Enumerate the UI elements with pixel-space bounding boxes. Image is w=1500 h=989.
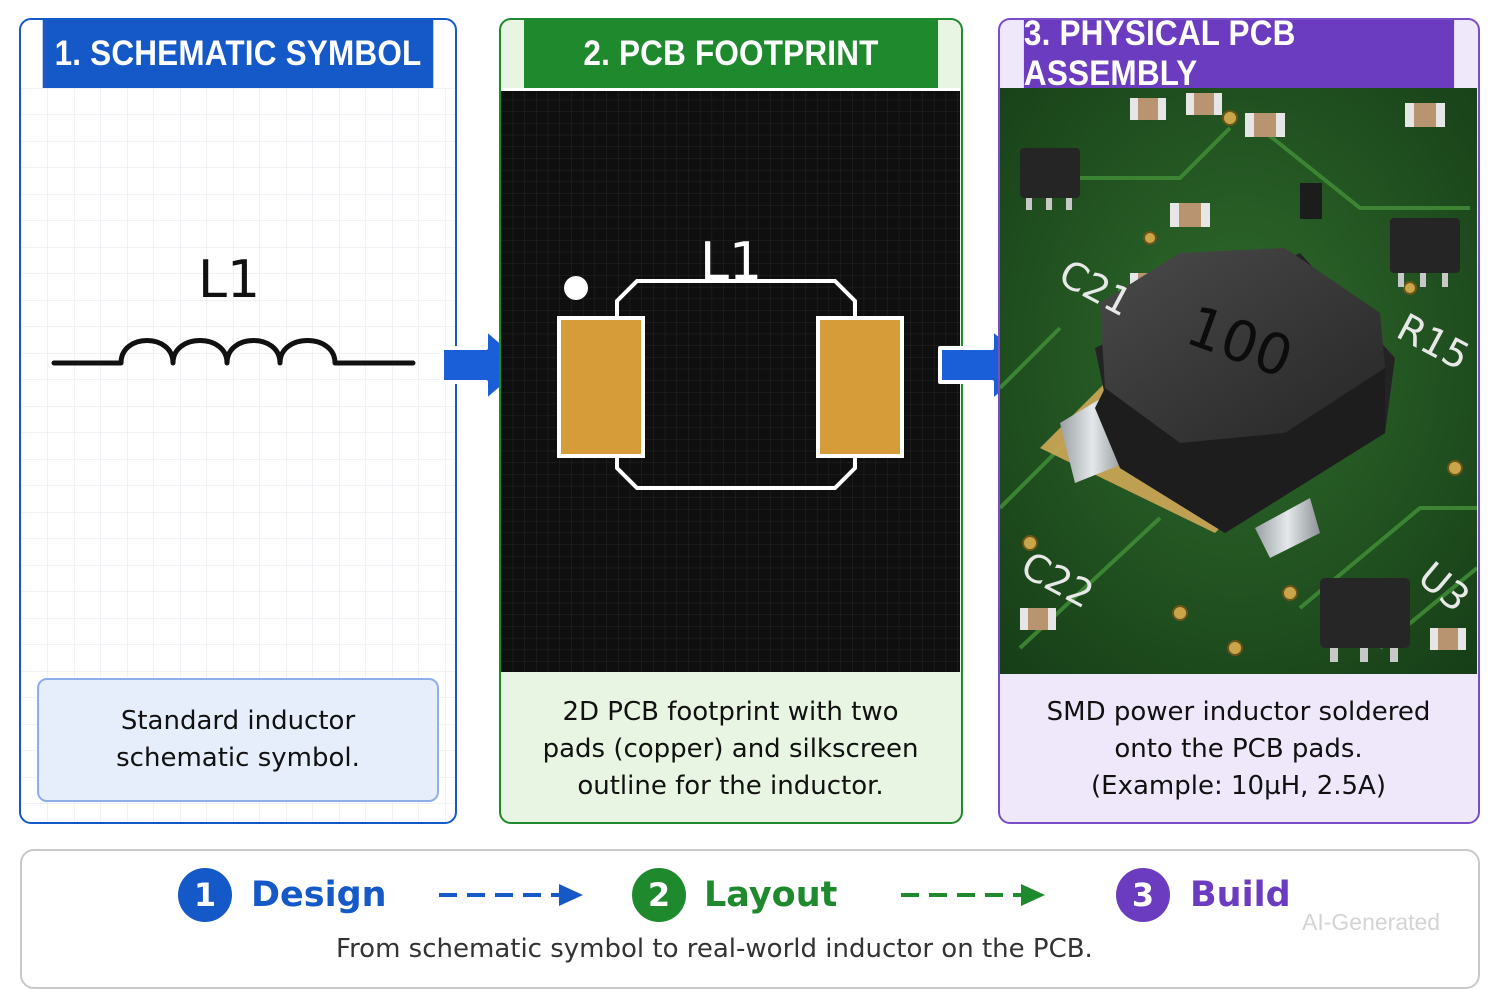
caption-line: SMD power inductor soldered: [1046, 696, 1431, 727]
schematic-ref-label: L1: [197, 250, 261, 310]
panel-physical-title: 3. PHYSICAL PCB ASSEMBLY: [1023, 20, 1455, 93]
step-2-badge: 2: [632, 868, 686, 922]
caption-line: Standard inductor: [120, 706, 356, 736]
caption-line: pads (copper) and silkscreen: [542, 733, 919, 764]
pcb-assembly-photo: [1000, 88, 1477, 674]
pcb-footprint-icon: [557, 276, 904, 490]
step-1-label: Design: [251, 875, 387, 915]
panel-schematic-symbol: 1. SCHEMATIC SYMBOL L1 Standard inductor…: [19, 18, 457, 824]
panel-physical-assembly: 3. PHYSICAL PCB ASSEMBLY: [998, 18, 1480, 824]
caption-line: (Example: 10µH, 2.5A): [1091, 770, 1386, 801]
step-3-label: Build: [1190, 875, 1291, 915]
caption-line: outline for the inductor.: [577, 770, 884, 801]
step-2-label: Layout: [704, 875, 838, 915]
panel-pcb-footprint: 2. PCB FOOTPRINT L1 2D PCB footprint wit…: [499, 18, 963, 824]
dashed-arrow-icon: [439, 884, 583, 906]
inductor-coil-icon: [51, 338, 416, 366]
pin1-marker: [564, 276, 588, 300]
step-1-badge: 1: [178, 868, 232, 922]
ai-generated-watermark: AI-Generated: [1302, 909, 1441, 935]
panel-schematic-title: 1. SCHEMATIC SYMBOL: [42, 20, 434, 88]
dashed-arrow-icon: [901, 884, 1045, 906]
copper-pad-left: [557, 316, 645, 458]
schematic-caption-box: Standard inductor schematic symbol.: [37, 678, 439, 802]
panel-footprint-title: 2. PCB FOOTPRINT: [524, 20, 938, 88]
footprint-ref-label: L1: [699, 232, 763, 292]
copper-pad-right: [816, 316, 904, 458]
caption-line: schematic symbol.: [116, 743, 360, 773]
caption-line: 2D PCB footprint with two: [562, 696, 899, 727]
flow-footer-text: From schematic symbol to real-world indu…: [336, 934, 1093, 964]
footprint-caption: 2D PCB footprint with two pads (copper) …: [501, 674, 960, 822]
caption-line: onto the PCB pads.: [1114, 733, 1363, 764]
physical-caption: SMD power inductor soldered onto the PCB…: [1000, 674, 1477, 822]
step-3-badge: 3: [1116, 868, 1170, 922]
